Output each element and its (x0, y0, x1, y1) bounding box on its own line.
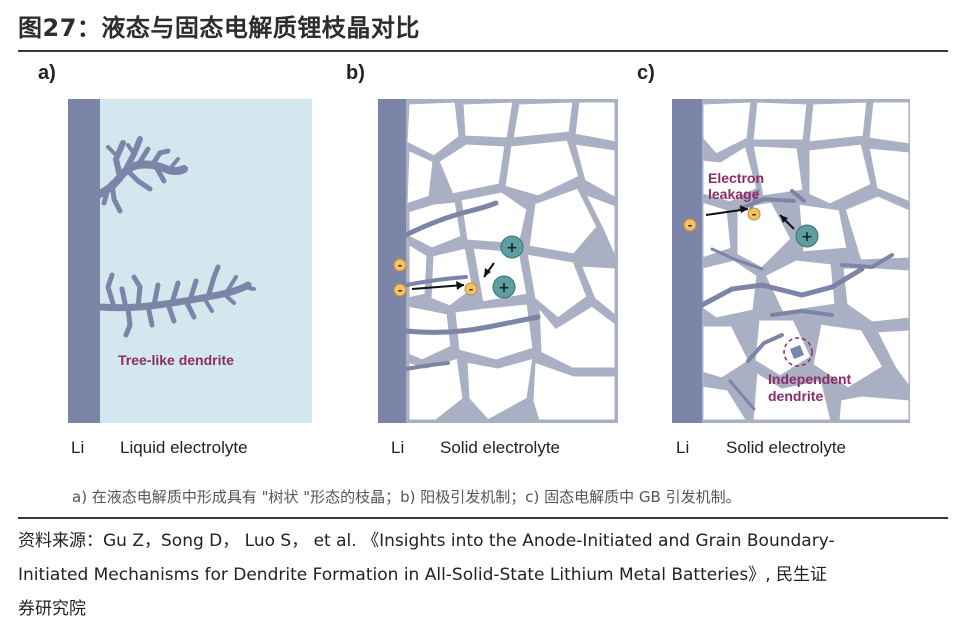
svg-text:+: + (801, 229, 813, 245)
svg-text:+: + (498, 280, 510, 296)
electron-upper: - (393, 258, 407, 272)
cation-upper: + (500, 235, 524, 259)
electron-leakage-label-line1: Electron (708, 170, 764, 186)
tree-dendrite-lower (96, 264, 256, 338)
source-line-1: 资料来源：Gu Z，Song D， Luo S， et al. 《Insight… (18, 531, 835, 551)
panel-a-letter: a) (38, 62, 56, 84)
panel-c-electrolyte-label: Solid electrolyte (726, 438, 847, 457)
svg-text:+: + (506, 240, 518, 256)
tree-dendrite-upper (96, 136, 188, 214)
svg-text:-: - (752, 208, 757, 221)
arrow-head (484, 268, 491, 277)
source-note: 资料来源：Gu Z，Song D， Luo S， et al. 《Insight… (18, 524, 953, 626)
arrow-head (780, 215, 788, 223)
svg-text:-: - (688, 219, 693, 232)
figure-caption: a) 在液态电解质中形成具有 "树状 "形态的枝晶；b) 阳极引发机制；c) 固… (72, 488, 741, 506)
panel-a-diagram: Tree-like dendrite (68, 99, 312, 423)
panel-a-li-label: Li (71, 438, 85, 457)
source-line-2: Initiated Mechanisms for Dendrite Format… (18, 565, 828, 585)
title-divider (18, 50, 948, 52)
panel-b-diagram: - - - + + (378, 99, 618, 423)
cation-lower: + (492, 275, 516, 299)
svg-text:-: - (469, 283, 474, 296)
intergranular-dendrites (403, 200, 541, 371)
electron-leakage-label-line2: leakage (708, 186, 760, 202)
svg-text:-: - (398, 259, 403, 272)
independent-dendrite (790, 345, 804, 359)
electron-transfer-arrow (411, 284, 465, 290)
cation: + (795, 224, 819, 248)
panel-b-letter: b) (346, 62, 365, 84)
svg-text:-: - (398, 284, 403, 297)
li-metal-electrode (672, 99, 702, 423)
figure-title: 图27：液态与固态电解质锂枝晶对比 (18, 14, 420, 42)
panel-b-electrolyte-label: Solid electrolyte (440, 438, 561, 457)
independent-dendrite-label-line1: Independent (768, 371, 852, 387)
electron-electrode: - (683, 218, 697, 232)
panel-c-li-label: Li (676, 438, 690, 457)
panel-b-li-label: Li (391, 438, 405, 457)
panel-c-diagram: - Electron leakage - + Independent dendr… (672, 99, 910, 423)
panel-a-electrolyte-label: Liquid electrolyte (120, 438, 248, 457)
panel-c-letter: c) (637, 62, 655, 84)
grain-boundary-dendrites (699, 189, 894, 411)
independent-dendrite-label-line2: dendrite (768, 388, 823, 404)
li-metal-electrode (68, 99, 100, 423)
source-line-3: 券研究院 (18, 599, 86, 619)
electron-at-grain: - (464, 282, 478, 296)
electron-at-boundary: - (747, 207, 761, 221)
arrow-head (740, 205, 748, 213)
source-divider (18, 517, 948, 519)
arrow-head (456, 281, 464, 290)
independent-dendrite-highlight (783, 337, 813, 367)
liquid-electrolyte-region (68, 99, 312, 423)
tree-like-dendrite-label: Tree-like dendrite (118, 352, 234, 368)
electron-lower: - (393, 283, 407, 297)
